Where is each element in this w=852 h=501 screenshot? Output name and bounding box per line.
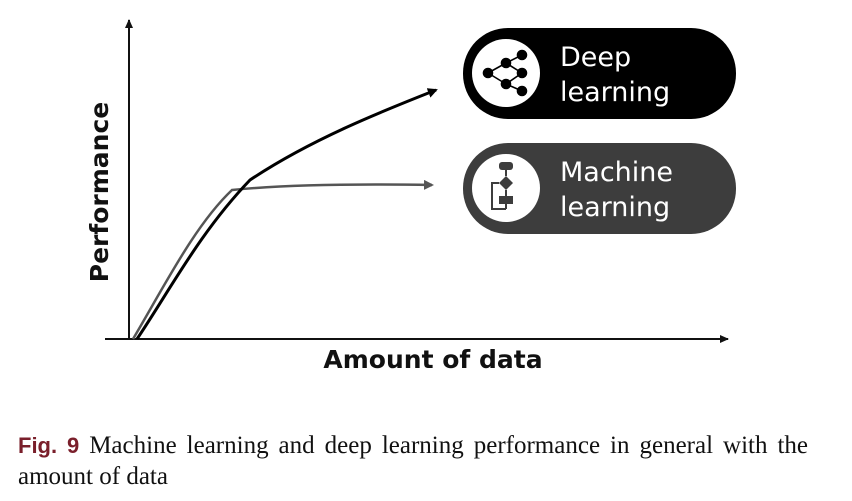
y-axis-label: Performance — [85, 102, 114, 282]
machine-learning-legend: Machine learning — [463, 143, 736, 234]
machine-learning-label-line2: learning — [560, 192, 670, 223]
machine-learning-label-line1: Machine — [560, 157, 673, 188]
deep-learning-legend: Deep learning — [463, 28, 736, 119]
x-axis-label: Amount of data — [323, 345, 542, 374]
figure-number: Fig. 9 — [18, 433, 80, 458]
performance-diagram: Performance Amount of data Deep learning — [85, 19, 736, 374]
caption-text: Machine learning and deep learning perfo… — [18, 432, 809, 490]
machine-learning-curve — [131, 179, 434, 340]
deep-learning-label-line2: learning — [560, 77, 670, 108]
flowchart-icon — [491, 162, 513, 210]
deep-learning-curve — [135, 88, 438, 340]
deep-learning-label-line1: Deep — [560, 42, 631, 73]
neural-network-icon — [482, 49, 528, 97]
